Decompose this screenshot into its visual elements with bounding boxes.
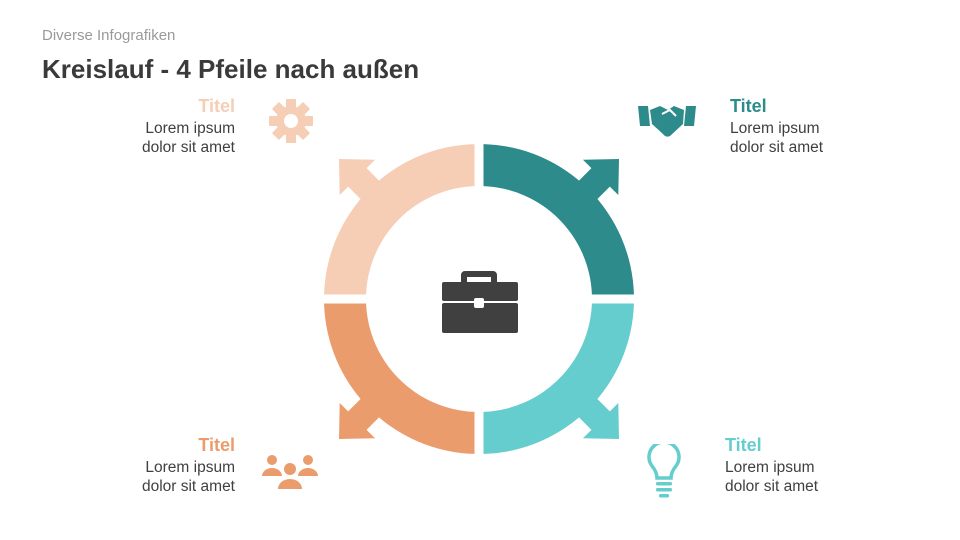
arrow-segment-top-left: [324, 144, 475, 295]
item-top-right: Titel Lorem ipsum dolor sit amet: [730, 97, 823, 157]
ring-segment: [483, 144, 634, 295]
item-title: Titel: [725, 435, 762, 455]
item-bottom-left: Titel Lorem ipsum dolor sit amet: [142, 436, 235, 496]
item-text: Lorem ipsum: [730, 120, 820, 137]
item-text: dolor sit amet: [141, 139, 235, 156]
handshake-icon: [638, 106, 696, 137]
item-title: Titel: [198, 96, 235, 116]
item-title: Titel: [730, 96, 767, 116]
item-text: Lorem ipsum: [145, 120, 235, 137]
item-title: Titel: [198, 435, 235, 455]
outward-arrow: [338, 158, 390, 210]
ring-segment: [324, 144, 475, 295]
people-icon: [262, 455, 318, 489]
item-text: Lorem ipsum: [725, 459, 815, 476]
arrow-segment-bottom-right: [483, 303, 634, 454]
outward-arrow: [568, 388, 620, 440]
item-text: Lorem ipsum: [145, 459, 235, 476]
ring-segment: [324, 303, 475, 454]
lightbulb-icon: [647, 444, 681, 498]
item-top-left: Titel Lorem ipsum dolor sit amet: [142, 97, 235, 157]
arrow-segment-bottom-left: [324, 303, 475, 454]
briefcase-icon: [442, 271, 518, 333]
item-text: dolor sit amet: [730, 139, 824, 156]
item-text: dolor sit amet: [725, 478, 819, 495]
slide-title: Kreislauf - 4 Pfeile nach außen: [42, 54, 420, 84]
item-text: dolor sit amet: [141, 478, 235, 495]
ring-segment: [483, 303, 634, 454]
slide-subtitle: Diverse Infografiken: [42, 27, 176, 44]
arrow-segment-top-right: [483, 144, 634, 295]
outward-arrow: [338, 388, 390, 440]
item-bottom-right: Titel Lorem ipsum dolor sit amet: [725, 436, 818, 496]
outward-arrow: [568, 158, 620, 210]
gear-icon: [269, 99, 313, 143]
